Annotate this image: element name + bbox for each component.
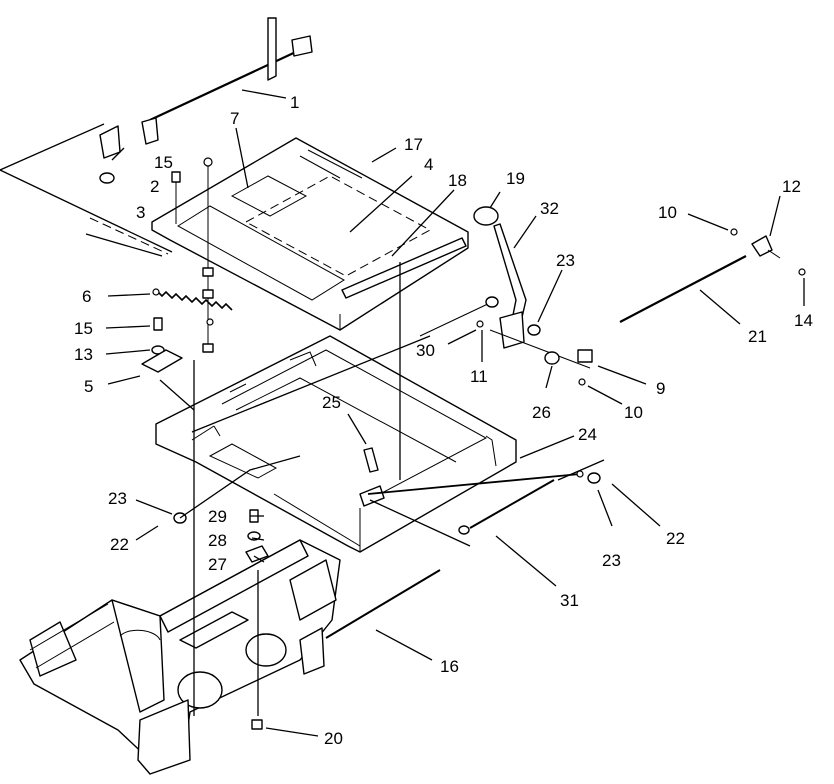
callout-16: 16: [440, 657, 459, 676]
callout-4: 4: [424, 155, 433, 174]
callout-leaders: [105, 89, 805, 737]
callout-22-left: 22: [110, 535, 129, 554]
callout-18: 18: [448, 171, 467, 190]
part-31-rod: [458, 479, 555, 535]
callout-27: 27: [208, 555, 227, 574]
callout-7: 7: [230, 109, 239, 128]
callout-labels: 1 2 3 7 15 17 4 18 19 32 10 12 23 6 14 1…: [74, 93, 813, 748]
part-24-rod: [367, 470, 584, 495]
callout-31: 31: [560, 591, 579, 610]
callout-32: 32: [540, 199, 559, 218]
mount-hardware: [245, 509, 269, 563]
callout-24: 24: [578, 425, 597, 444]
callout-9: 9: [656, 379, 665, 398]
callout-19: 19: [506, 169, 525, 188]
hardware-stack: [171, 157, 214, 353]
control-lever: [473, 206, 527, 349]
callout-30: 30: [416, 341, 435, 360]
part-21-cable: [619, 228, 806, 323]
seat-frame: [155, 335, 517, 553]
callout-5: 5: [84, 377, 93, 396]
callout-3: 3: [136, 203, 145, 222]
callout-14: 14: [794, 311, 813, 330]
pivot-hardware: [419, 296, 593, 386]
left-hardware: [141, 317, 183, 373]
callout-20: 20: [324, 729, 343, 748]
callout-22-right: 22: [666, 529, 685, 548]
callout-13: 13: [74, 345, 93, 364]
callout-2: 2: [150, 177, 159, 196]
callout-17: 17: [404, 135, 423, 154]
callout-21: 21: [748, 327, 767, 346]
chassis-frame: [19, 539, 341, 775]
callout-23-mid: 23: [556, 251, 575, 270]
part-1-rod: [99, 17, 313, 159]
callout-10-mid: 10: [624, 403, 643, 422]
callout-25: 25: [322, 393, 341, 412]
callout-23-right: 23: [602, 551, 621, 570]
callout-29: 29: [208, 507, 227, 526]
part-20-nut: [251, 719, 263, 730]
callout-26: 26: [532, 403, 551, 422]
callout-12: 12: [782, 177, 801, 196]
seat-plate: [151, 137, 469, 331]
callout-15-top: 15: [154, 153, 173, 172]
callout-10-top: 10: [658, 203, 677, 222]
part-6-spring: [152, 288, 233, 326]
part-25-pin: [363, 447, 379, 473]
callout-11: 11: [470, 367, 488, 386]
part-16-pin: [325, 569, 441, 639]
callout-28: 28: [208, 531, 227, 550]
alignment-lines: [0, 123, 605, 716]
callout-23-left: 23: [108, 489, 127, 508]
callout-15-mid: 15: [74, 319, 93, 338]
callout-6: 6: [82, 287, 91, 306]
part-3-washer: [99, 172, 115, 184]
callout-1: 1: [290, 93, 299, 112]
part-23-washer-right: [587, 472, 601, 484]
